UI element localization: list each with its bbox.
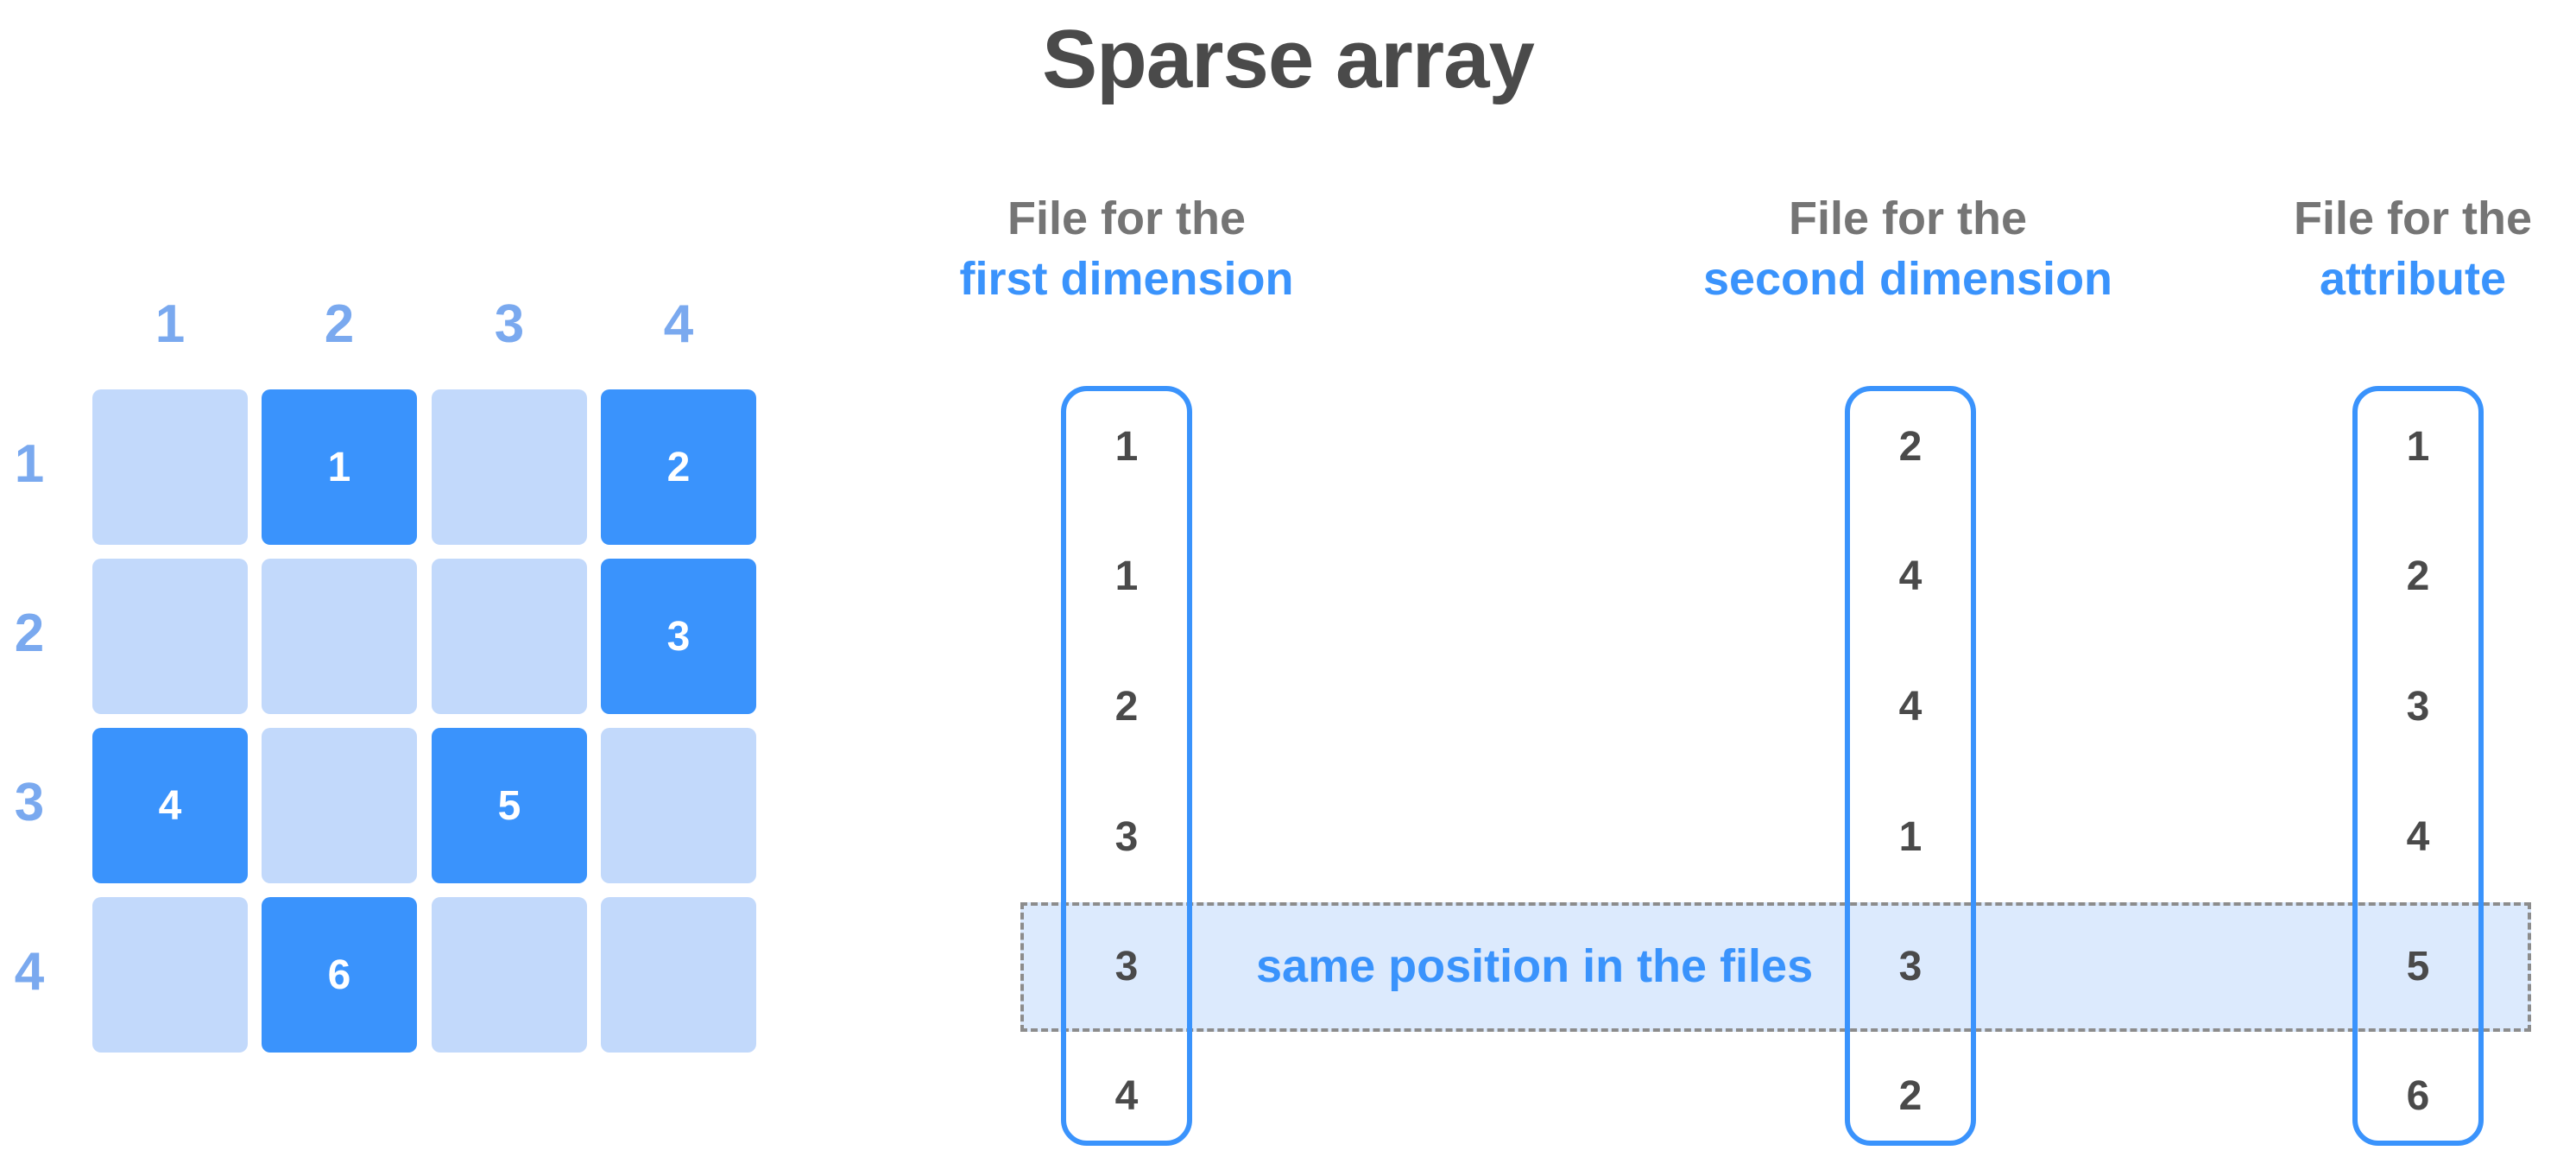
col-label-1: 1 <box>155 294 186 354</box>
matrix-cell-r3-c1: 4 <box>92 728 248 883</box>
file-column-attribute <box>2352 386 2484 1146</box>
file-header-line1: File for the <box>2293 193 2532 244</box>
file-value: 2 <box>1898 1073 1923 1119</box>
same-position-label: same position in the files <box>1256 940 1814 992</box>
file-value: 1 <box>1114 553 1139 599</box>
file-value: 4 <box>2406 814 2430 860</box>
file-header-second-dimension: File for the second dimension <box>1657 188 2158 309</box>
file-header-line2: first dimension <box>959 253 1294 305</box>
file-value: 4 <box>1898 553 1923 599</box>
matrix-cell-r4-c3 <box>432 897 587 1053</box>
file-value: 3 <box>1114 944 1139 989</box>
matrix-cell-r4-c2: 6 <box>262 897 417 1053</box>
row-label-1: 1 <box>14 434 45 494</box>
col-label-3: 3 <box>494 294 525 354</box>
file-value: 2 <box>2406 553 2430 599</box>
matrix-cell-r4-c4 <box>601 897 756 1053</box>
matrix-cell-r2-c3 <box>432 559 587 714</box>
row-label-2: 2 <box>14 604 45 663</box>
file-value: 2 <box>1114 684 1139 730</box>
file-value: 3 <box>1114 814 1139 860</box>
row-label-4: 4 <box>14 942 45 1002</box>
file-value: 1 <box>2406 424 2430 470</box>
file-value: 4 <box>1898 684 1923 730</box>
file-value: 4 <box>1114 1073 1139 1119</box>
matrix-cell-r1-c2: 1 <box>262 389 417 545</box>
matrix-cell-r4-c1 <box>92 897 248 1053</box>
file-value: 5 <box>2406 944 2430 989</box>
file-column-first-dimension <box>1061 386 1192 1146</box>
file-value: 1 <box>1898 814 1923 860</box>
matrix-cell-r3-c2 <box>262 728 417 883</box>
file-header-first-dimension: File for the first dimension <box>911 188 1342 309</box>
page-title: Sparse array <box>1042 13 1535 105</box>
file-header-line2: attribute <box>2320 253 2506 305</box>
file-header-attribute: File for the attribute <box>2262 188 2564 309</box>
matrix-cell-r3-c3: 5 <box>432 728 587 883</box>
matrix-cell-r3-c4 <box>601 728 756 883</box>
matrix-cell-r1-c1 <box>92 389 248 545</box>
file-value: 2 <box>1898 424 1923 470</box>
matrix-cell-r2-c4: 3 <box>601 559 756 714</box>
file-header-line2: second dimension <box>1702 253 2113 305</box>
matrix-cell-r1-c4: 2 <box>601 389 756 545</box>
same-position-band <box>1020 902 2531 1032</box>
file-header-line1: File for the <box>1788 193 2027 244</box>
row-label-3: 3 <box>14 773 45 832</box>
file-value: 3 <box>2406 684 2430 730</box>
matrix-cell-r1-c3 <box>432 389 587 545</box>
file-header-line1: File for the <box>1007 193 1246 244</box>
matrix-cell-r2-c1 <box>92 559 248 714</box>
matrix-cell-r2-c2 <box>262 559 417 714</box>
file-value: 3 <box>1898 944 1923 989</box>
col-label-4: 4 <box>663 294 694 354</box>
file-value: 6 <box>2406 1073 2430 1119</box>
col-label-2: 2 <box>324 294 355 354</box>
file-column-second-dimension <box>1845 386 1976 1146</box>
file-value: 1 <box>1114 424 1139 470</box>
